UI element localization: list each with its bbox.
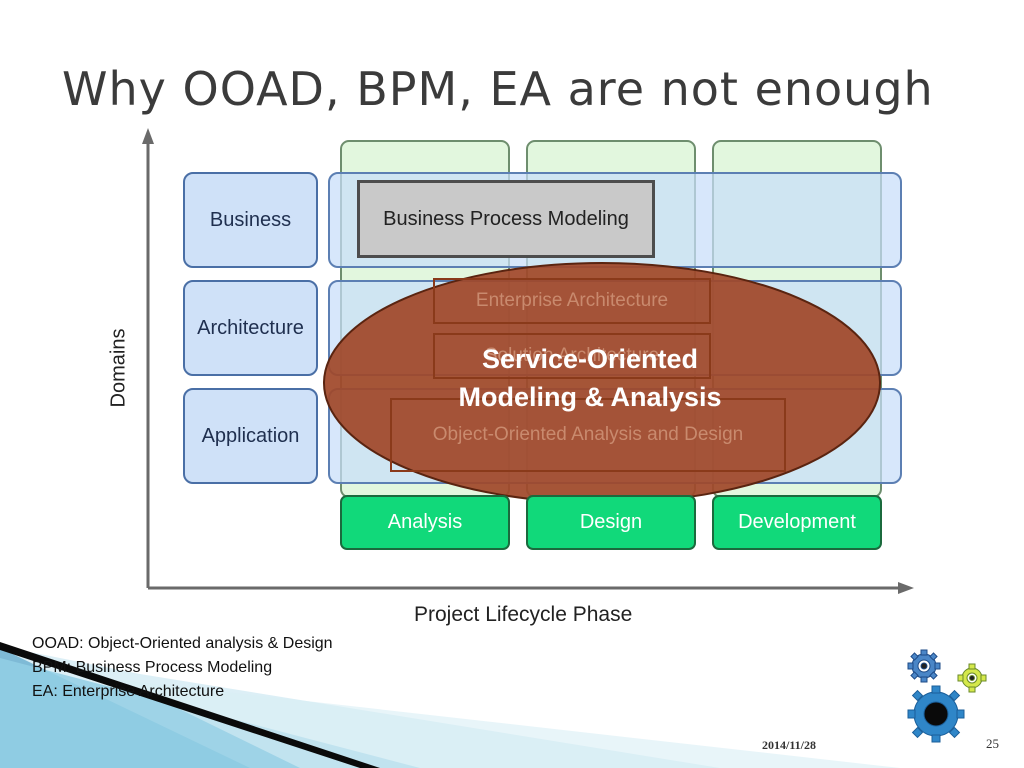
note-bpm: BPM: Business Process Modeling — [32, 659, 273, 676]
gears-icon — [907, 649, 987, 743]
domain-application: Application — [183, 388, 318, 484]
decorative-band — [0, 642, 900, 768]
phase-analysis: Analysis — [340, 495, 510, 550]
soma-label-line2: Modeling & Analysis — [458, 382, 722, 412]
slide-title: Why OOAD, BPM, EA are not enough — [62, 62, 934, 116]
note-ea: EA: Enterprise Architecture — [32, 683, 225, 700]
x-axis-label: Project Lifecycle Phase — [414, 603, 633, 626]
sa-box: Solution Architecture — [433, 333, 711, 379]
soma-label: Service-Oriented Modeling & Analysis — [390, 340, 790, 416]
slide-page-number: 25 — [986, 736, 999, 751]
phase-design: Design — [526, 495, 696, 550]
abbreviation-notes: OOAD: Object-Oriented analysis & Design … — [32, 632, 333, 704]
bpm-box: Business Process Modeling — [357, 180, 655, 258]
domain-business: Business — [183, 172, 318, 268]
domain-architecture: Architecture — [183, 280, 318, 376]
ea-box: Enterprise Architecture — [433, 278, 711, 324]
ooad-box: Object-Oriented Analysis and Design — [390, 398, 786, 472]
note-ooad: OOAD: Object-Oriented analysis & Design — [32, 635, 333, 652]
y-axis-label: Domains — [107, 328, 130, 408]
phase-development: Development — [712, 495, 882, 550]
soma-label-line1: Service-Oriented — [481, 344, 699, 374]
slide-date: 2014/11/28 — [762, 738, 817, 752]
